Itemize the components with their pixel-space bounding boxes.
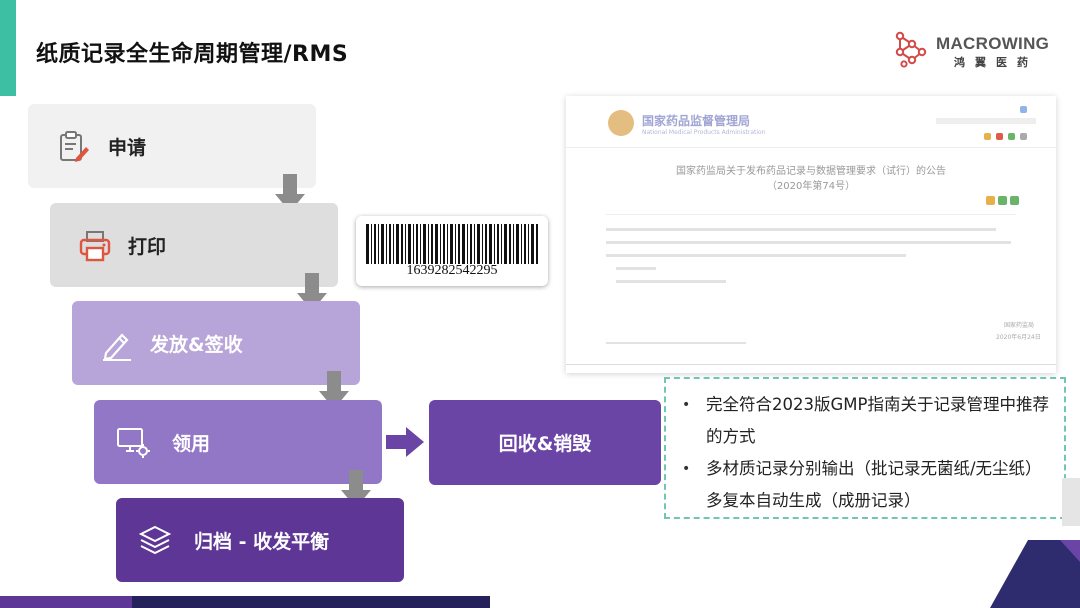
doc-search-icon — [1020, 106, 1027, 113]
brand-name-cn: 鸿翼医药 — [954, 56, 1038, 69]
bullet-text: 多材质记录分别输出（批记录无菌纸/无尘纸）多复本自动生成（成册记录） — [706, 459, 1042, 510]
bullet-dot-icon: • — [682, 461, 691, 477]
doc-toolbar-icon — [1020, 133, 1027, 140]
doc-header: 国家药品监督管理局 National Medical Products Admi… — [566, 96, 1056, 148]
step-receive-use: 领用 — [94, 400, 382, 484]
doc-share-icon — [986, 196, 995, 205]
bullet-item: • 完全符合2023版GMP指南关于记录管理中推荐的方式 — [680, 389, 1052, 453]
step-print: 打印 — [50, 203, 338, 287]
feature-bullet-box: • 完全符合2023版GMP指南关于记录管理中推荐的方式 • 多材质记录分别输出… — [664, 377, 1066, 519]
down-arrow-icon — [319, 371, 349, 409]
decorative-bottom-accent — [0, 596, 132, 608]
step-apply-label: 申请 — [108, 136, 147, 159]
doc-text-line — [606, 241, 1011, 244]
doc-divider — [606, 214, 1016, 215]
doc-footer-line — [606, 342, 746, 344]
nmpa-announcement-screenshot: 国家药品监督管理局 National Medical Products Admi… — [566, 96, 1056, 373]
layers-icon — [138, 525, 172, 555]
right-arrow-icon — [386, 427, 424, 457]
step-recycle-destroy-label: 回收&销毁 — [498, 433, 592, 455]
bullet-dot-icon: • — [682, 397, 691, 413]
barcode-number: 1639282542295 — [406, 263, 498, 278]
doc-agency-name: 国家药品监督管理局 — [642, 114, 751, 128]
doc-search-bar — [936, 118, 1036, 124]
step-print-label: 打印 — [128, 235, 167, 258]
decorative-gray-block — [1062, 478, 1080, 526]
doc-text-line — [606, 228, 996, 231]
down-arrow-icon — [275, 174, 305, 212]
bullet-text: 完全符合2023版GMP指南关于记录管理中推荐的方式 — [706, 395, 1049, 446]
doc-share-icon — [998, 196, 1007, 205]
molecule-logo-icon — [895, 31, 927, 68]
doc-text-line — [616, 280, 726, 283]
step-archive: 归档 - 收发平衡 — [116, 498, 404, 582]
step-issue-sign-label: 发放&签收 — [150, 333, 243, 356]
printer-icon — [79, 231, 111, 262]
pen-icon — [103, 333, 131, 361]
step-recycle-destroy: 回收&销毁 — [429, 400, 661, 485]
doc-signature-date: 2020年6月24日 — [996, 334, 1041, 341]
monitor-gear-icon — [117, 428, 150, 458]
doc-share-icon — [1010, 196, 1019, 205]
bullet-item: • 多材质记录分别输出（批记录无菌纸/无尘纸）多复本自动生成（成册记录） — [680, 453, 1052, 517]
doc-heading: 国家药监局关于发布药品记录与数据管理要求（试行）的公告 — [676, 166, 946, 177]
brand-name-en: MACROWING — [936, 34, 1050, 53]
brand-logo: MACROWING 鸿翼医药 — [892, 30, 1052, 70]
clipboard-edit-icon — [60, 131, 89, 162]
step-receive-use-label: 领用 — [172, 432, 211, 455]
doc-agency-name-en: National Medical Products Administration — [642, 129, 766, 136]
doc-text-line — [606, 254, 906, 257]
doc-signature-org: 国家药监局 — [1004, 322, 1035, 329]
page-title: 纸质记录全生命周期管理/RMS — [36, 42, 349, 67]
title-accent-bar — [0, 0, 16, 96]
decorative-corner-shape — [990, 540, 1080, 608]
step-archive-label: 归档 - 收发平衡 — [194, 530, 330, 553]
doc-toolbar-icon — [984, 133, 991, 140]
step-apply: 申请 — [28, 104, 316, 188]
barcode-label: 1639282542295 — [356, 216, 548, 286]
doc-toolbar-icon — [1008, 133, 1015, 140]
barcode-bars — [366, 224, 538, 264]
step-issue-sign: 发放&签收 — [72, 301, 360, 385]
doc-heading-number: （2020年第74号） — [766, 181, 856, 192]
doc-bottom-border — [566, 364, 1056, 365]
national-emblem-icon — [608, 110, 634, 136]
doc-toolbar-icon — [996, 133, 1003, 140]
doc-text-line — [616, 267, 656, 270]
